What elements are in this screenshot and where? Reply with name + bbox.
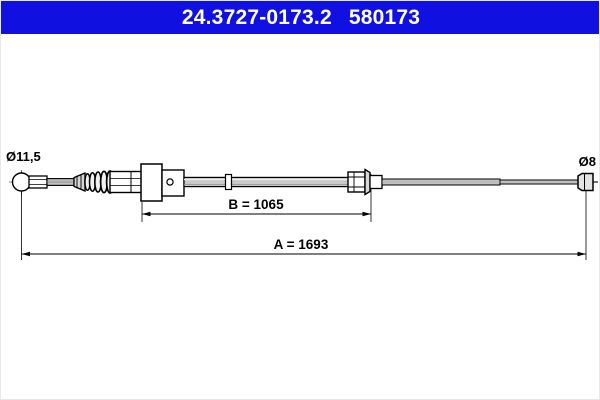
bracket-block bbox=[161, 169, 185, 197]
sleeve-body bbox=[109, 170, 143, 194]
cable-assembly bbox=[9, 163, 598, 202]
conduit-body bbox=[183, 176, 351, 188]
conduit-sheath bbox=[183, 173, 351, 191]
fitting-block-body bbox=[140, 163, 163, 202]
eyelet-circle bbox=[11, 172, 32, 192]
dimension-a-label: A = 1693 bbox=[274, 237, 329, 252]
end-nipple bbox=[577, 172, 598, 192]
dimension-a: A = 1693 bbox=[21, 237, 586, 257]
eyelet-feature bbox=[9, 170, 34, 195]
left-diameter-label: Ø11,5 bbox=[6, 149, 41, 164]
technical-drawing: B = 1065 A = 1693 Ø11,5 Ø8 bbox=[1, 34, 599, 399]
collar-stub bbox=[369, 174, 383, 190]
collar-body bbox=[347, 171, 366, 193]
fitting-block bbox=[140, 163, 163, 202]
bracket-hole bbox=[166, 178, 174, 186]
dimension-b: B = 1065 bbox=[142, 197, 371, 217]
taper-cone-body bbox=[73, 172, 86, 192]
right-diameter-label: Ø8 bbox=[579, 154, 596, 169]
header-reference-number: 580173 bbox=[348, 6, 421, 29]
crimp-body bbox=[28, 175, 48, 189]
cable-strand bbox=[381, 178, 580, 186]
header-part-number: 24.3727-0173.2 bbox=[181, 6, 332, 29]
end-collar bbox=[347, 168, 383, 196]
eyelet-crimp-block bbox=[28, 175, 48, 189]
end-nipple-body bbox=[577, 172, 594, 192]
bellows-rings bbox=[84, 170, 115, 194]
collar-flange bbox=[364, 168, 371, 196]
dimension-b-label: B = 1065 bbox=[228, 197, 284, 212]
drawing-svg: B = 1065 A = 1693 Ø11,5 Ø8 bbox=[6, 149, 598, 260]
taper-cone bbox=[73, 172, 86, 192]
sleeve-cylinder bbox=[109, 170, 143, 194]
header-bar: 24.3727-0173.2 580173 bbox=[1, 1, 599, 34]
rod-section-left bbox=[46, 178, 75, 186]
conduit-clip bbox=[224, 173, 233, 191]
